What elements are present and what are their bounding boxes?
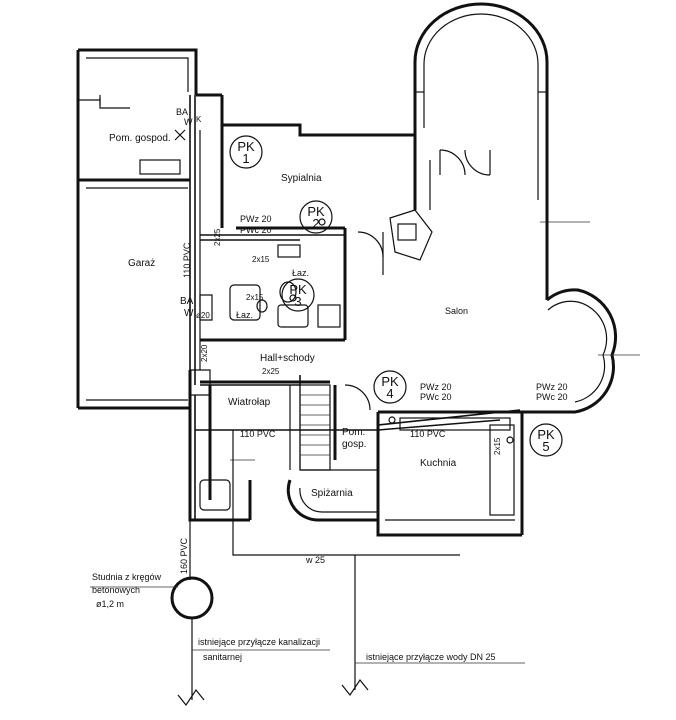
note-well-line2: betonowych: [92, 585, 141, 595]
room-label-pantry: Spiżarnia: [311, 488, 353, 499]
room-label-bathroom-1: Łaz.: [292, 268, 310, 278]
pipe-label-2x20: 2x20: [200, 344, 209, 362]
inspection-chamber-circles: [229, 135, 563, 457]
outer-walls: [76, 48, 524, 537]
room-label-salon: Salon: [445, 306, 469, 316]
room-label-utility: Pom. gospod.: [109, 133, 171, 144]
meter-label-ba-mid: BA: [180, 296, 194, 307]
room-label-hall: Hall+schody: [260, 353, 315, 364]
note-sewer-line2: sanitarnej: [203, 652, 243, 662]
pipe-label-pwc-pk5: PWc 20: [536, 392, 568, 402]
pipe-label-2x25-a: 2x25: [213, 228, 222, 246]
room-label-bedroom: Sypialnia: [281, 173, 322, 184]
pipe-label-pwc-pk2: PWc 20: [240, 225, 272, 235]
pipe-label-w25: w 25: [306, 555, 326, 565]
pipe-label-110pvc-kitchen: 110 PVC: [410, 429, 446, 439]
room-label-bathroom-2: Łaz.: [236, 310, 254, 320]
pipe-label-pwz-pk2: PWz 20: [240, 214, 272, 224]
staircase: [299, 384, 331, 471]
pipe-label-110pvc-garage: 110 PVC: [182, 242, 192, 278]
pipe-label-2x15-b: 2x15: [246, 293, 264, 302]
meter-label-w-mid: W: [184, 308, 194, 319]
pipe-runs: [86, 95, 525, 707]
room-label-garage: Garaż: [128, 258, 156, 269]
note-water-line: istniejące przyłącze wody DN 25: [366, 652, 496, 662]
note-well-line3: ø1,2 m: [96, 599, 125, 609]
pipe-label-160pvc-well: 160 PVC: [179, 537, 189, 574]
note-sewer-line1: istniejące przyłącze kanalizacji: [198, 637, 321, 647]
bay-window-right: [522, 200, 640, 414]
meter-label-ba-top: BA: [176, 107, 189, 117]
room-label-vestibule: Wiatrołap: [228, 397, 271, 408]
bay-window-top: [413, 2, 549, 200]
meter-label-w-top: W: [184, 117, 193, 127]
pipe-label-2x25-b: 2x25: [262, 367, 280, 376]
pipe-label-110pvc-vestibule: 110 PVC: [240, 429, 276, 439]
meter-label-k: K: [196, 115, 202, 124]
room-label-utility-2-line1: Pom.: [342, 427, 366, 438]
room-label-utility-2-line2: gosp.: [342, 439, 367, 450]
pipe-label-diameter-20: ø20: [196, 311, 210, 320]
note-well-line1: Studnia z kręgów: [92, 572, 162, 582]
pipe-label-pwz-pk4: PWz 20: [420, 382, 452, 392]
pipe-label-pwz-pk5: PWz 20: [536, 382, 568, 392]
pipe-label-2x15-a: 2x15: [252, 255, 270, 264]
pipe-label-pwc-pk4: PWc 20: [420, 392, 452, 402]
room-label-kitchen: Kuchnia: [420, 458, 457, 469]
pipe-label-2x15-c: 2x15: [493, 437, 502, 455]
